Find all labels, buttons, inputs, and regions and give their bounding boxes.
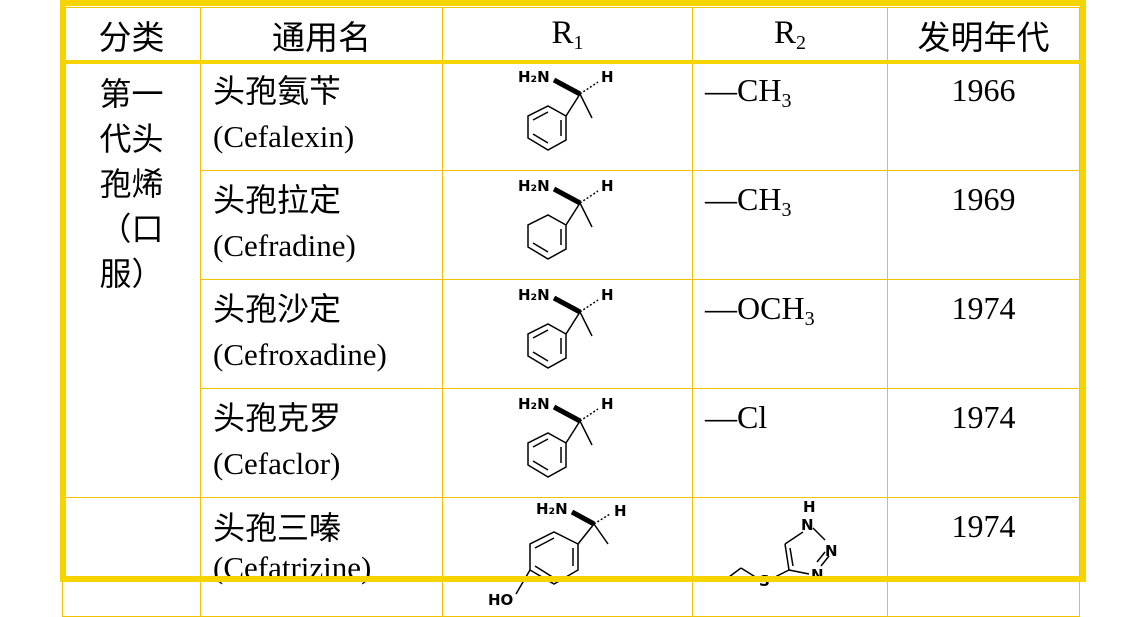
table-header-row: 分类 通用名 R1 R2 发明年代 xyxy=(62,7,1080,62)
nitrogen-label: N xyxy=(825,542,838,560)
hydrogen-label: H xyxy=(601,395,614,413)
amine-label: H₂N xyxy=(518,68,550,86)
header-underline xyxy=(60,60,1086,64)
r2-subscript: 3 xyxy=(781,199,792,221)
header-r1: R1 xyxy=(442,7,693,62)
header-r2: R2 xyxy=(692,7,888,62)
category-line: 代头 xyxy=(99,120,164,158)
triazolylthio-structure: H N N N S xyxy=(724,498,838,590)
r1-structure-cell: H₂N H HO xyxy=(442,497,693,617)
header-r1-sub: 1 xyxy=(573,31,584,54)
r2-group: —CH xyxy=(705,181,782,217)
category-cell-empty xyxy=(62,497,201,617)
table-row: 头孢三嗪 (Cefatrizine) H₂N H HO H N xyxy=(62,497,1080,617)
year-cell: 1974 xyxy=(887,497,1080,617)
generic-name-cell: 头孢克罗 (Cefaclor) xyxy=(200,388,443,498)
r2-cell: —CH3 xyxy=(692,61,888,171)
amine-label: H₂N xyxy=(536,500,568,518)
hydroxyphenylglycine-structure: H₂N H HO xyxy=(488,500,627,609)
r2-group: —Cl xyxy=(705,399,768,435)
r2-subscript: 3 xyxy=(781,90,792,112)
name-en: (Cefradine) xyxy=(213,228,356,263)
header-generic-name: 通用名 xyxy=(200,7,443,62)
name-cn: 头孢氨苄 xyxy=(213,72,342,110)
header-invention-year: 发明年代 xyxy=(887,7,1080,62)
r1-structure-cell: H₂N H xyxy=(442,279,693,389)
r2-subscript: 3 xyxy=(804,308,815,330)
cephalosporin-table-container: 分类 通用名 R1 R2 发明年代 第一 代头 孢烯 （口 服） 头孢氨苄 (C… xyxy=(62,7,1080,617)
generic-name-cell: 头孢三嗪 (Cefatrizine) xyxy=(200,497,443,617)
frame-top-border xyxy=(60,0,1086,6)
name-en: (Cefaclor) xyxy=(213,446,341,481)
hydrogen-label: H xyxy=(601,286,614,304)
cyclohexadienylglycine-structure: H₂N H xyxy=(518,177,614,260)
name-cn: 头孢三嗪 xyxy=(213,509,342,547)
generic-name-cell: 头孢沙定 (Cefroxadine) xyxy=(200,279,443,389)
name-en: (Cefroxadine) xyxy=(213,337,387,372)
r2-cell: —CH3 xyxy=(692,170,888,280)
year-cell: 1974 xyxy=(887,279,1080,389)
hydrogen-label: H xyxy=(803,498,816,516)
header-r2-letter: R xyxy=(773,14,796,51)
frame-right-border xyxy=(1080,0,1086,580)
year-cell: 1969 xyxy=(887,170,1080,280)
table-row: 头孢沙定 (Cefroxadine) H₂N H —OCH3 1974 xyxy=(63,279,1080,389)
category-line: 服） xyxy=(99,255,164,293)
name-en: (Cefatrizine) xyxy=(213,550,372,585)
hydroxyl-label: HO xyxy=(488,591,513,608)
name-cn: 头孢拉定 xyxy=(213,181,342,219)
amine-label: H₂N xyxy=(518,286,550,304)
r2-structure-cell: H N N N S xyxy=(692,497,888,617)
frame-left-border xyxy=(60,0,66,580)
phenylglycine-structure: H₂N H xyxy=(518,68,614,151)
category-line: （口 xyxy=(99,210,164,248)
nitrogen-label: N xyxy=(801,516,814,534)
category-line: 孢烯 xyxy=(99,165,164,203)
category-cell: 第一 代头 孢烯 （口 服） xyxy=(62,61,201,498)
generic-name-cell: 头孢拉定 (Cefradine) xyxy=(200,170,443,280)
year-cell: 1974 xyxy=(887,388,1080,498)
r1-structure-cell: H₂N H xyxy=(442,61,693,171)
r2-cell: —Cl xyxy=(692,388,888,498)
header-r1-letter: R xyxy=(551,14,574,51)
name-cn: 头孢克罗 xyxy=(213,399,342,437)
category-line: 第一 xyxy=(99,75,164,113)
amine-label: H₂N xyxy=(518,177,550,195)
hydrogen-label: H xyxy=(601,68,614,86)
name-cn: 头孢沙定 xyxy=(213,290,342,328)
r1-structure-cell: H₂N H xyxy=(442,388,693,498)
r1-structure-cell: H₂N H xyxy=(442,170,693,280)
header-category: 分类 xyxy=(62,7,201,62)
phenylglycine-structure: H₂N H xyxy=(518,286,614,369)
year-cell: 1966 xyxy=(887,61,1080,171)
generic-name-cell: 头孢氨苄 (Cefalexin) xyxy=(200,61,443,171)
table-row: 头孢拉定 (Cefradine) H₂N H —CH3 1969 xyxy=(63,170,1080,280)
amine-label: H₂N xyxy=(518,395,550,413)
phenylglycine-structure: H₂N H xyxy=(518,395,614,478)
r2-cell: —OCH3 xyxy=(692,279,888,389)
frame-bottom-border xyxy=(60,576,1086,582)
hydrogen-label: H xyxy=(601,177,614,195)
name-en: (Cefalexin) xyxy=(213,119,355,154)
header-r2-sub: 2 xyxy=(796,31,806,54)
cephalosporin-table: 分类 通用名 R1 R2 发明年代 第一 代头 孢烯 （口 服） 头孢氨苄 (C… xyxy=(62,7,1080,617)
r2-group: —OCH xyxy=(705,290,805,326)
r2-group: —CH xyxy=(705,72,782,108)
table-row: 头孢克罗 (Cefaclor) H₂N H —Cl 1974 xyxy=(63,388,1080,498)
table-row: 第一 代头 孢烯 （口 服） 头孢氨苄 (Cefalexin) H₂N H xyxy=(62,61,1080,498)
hydrogen-label: H xyxy=(614,502,627,520)
